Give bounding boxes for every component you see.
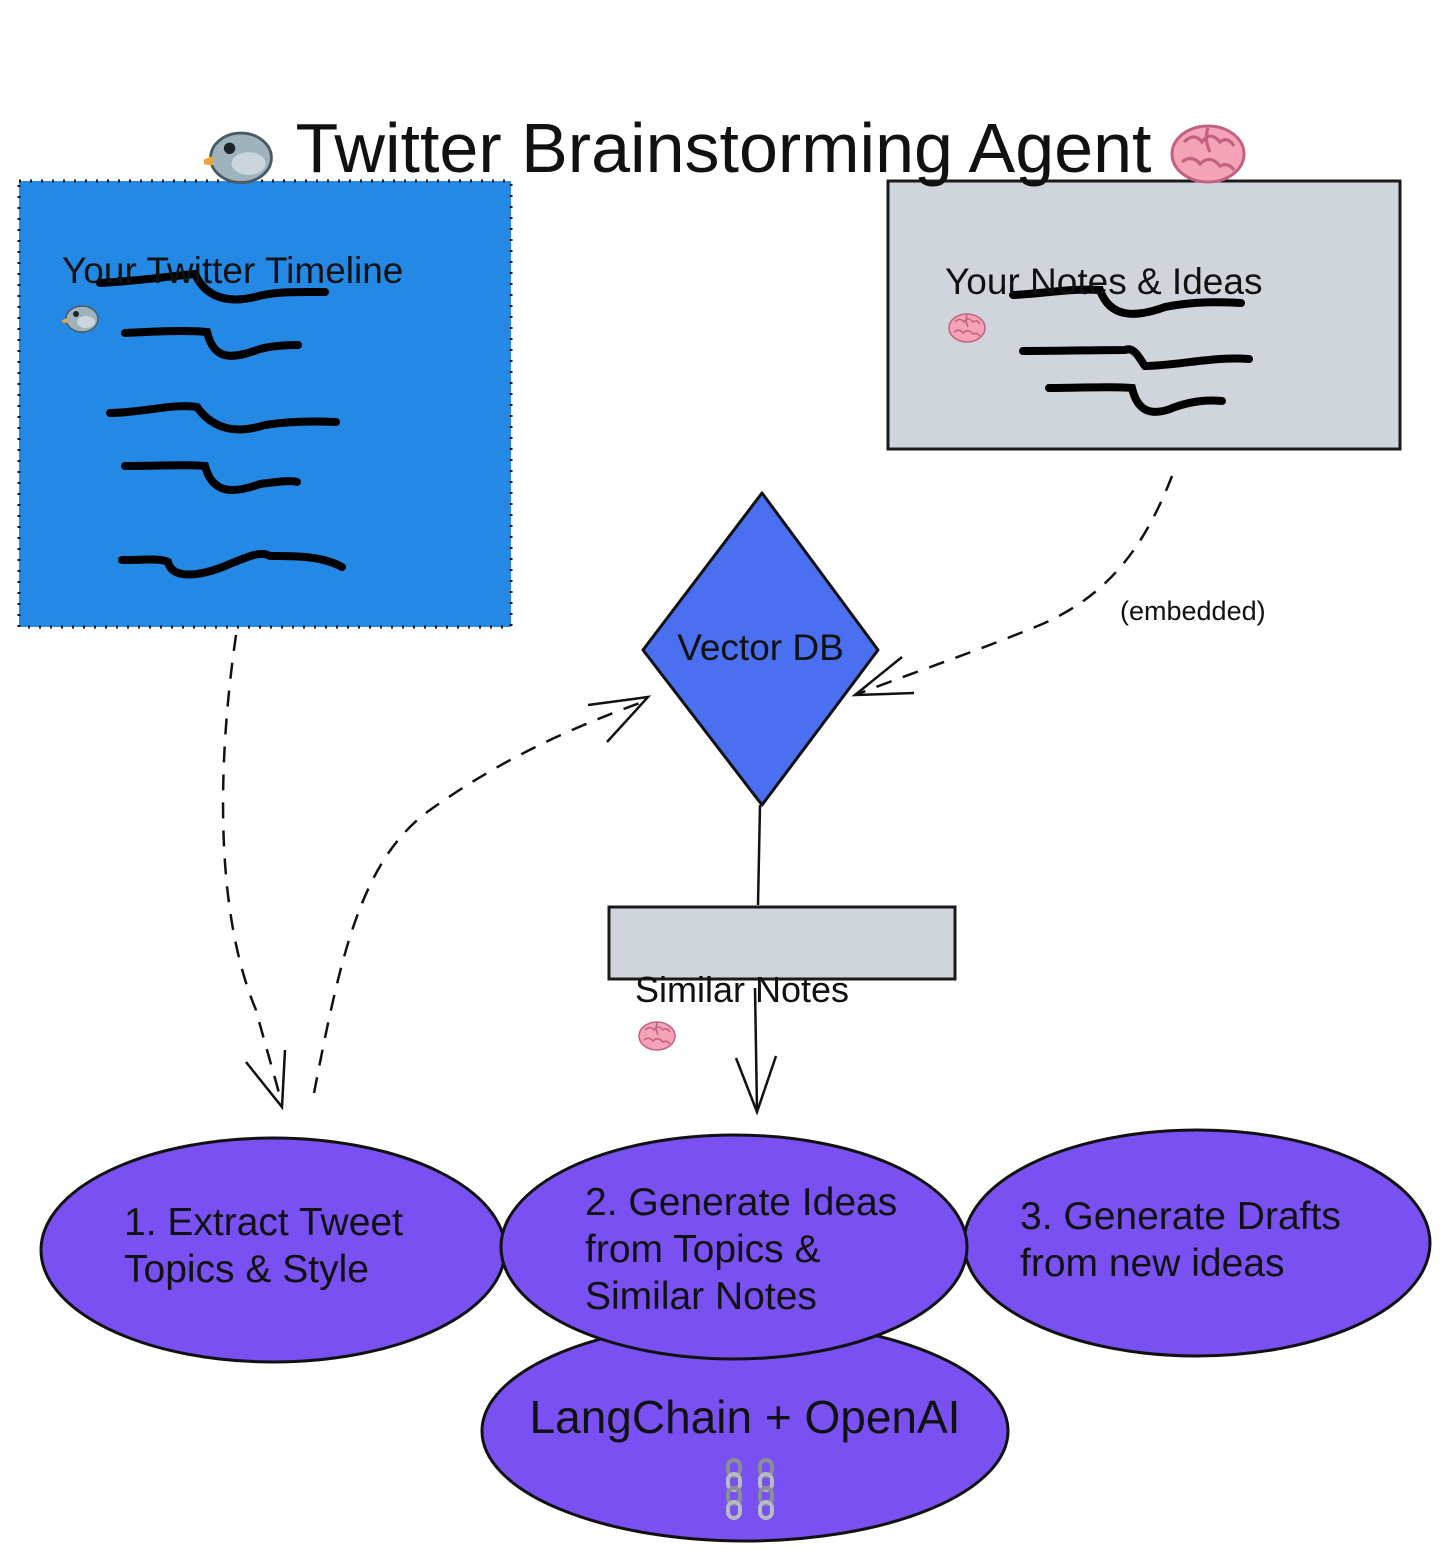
notes-box-label: Your Notes & Ideas [945,261,1263,302]
brain-icon [1170,123,1247,184]
embedded-arrow [854,475,1174,697]
diagram-title: Twitter Brainstorming Agent [295,109,1152,187]
timeline-box-title: Your Twitter Timeline [62,205,403,337]
brain-icon [638,1021,676,1052]
bird-icon [62,305,99,333]
similar-notes-box [607,905,957,981]
brain-icon [948,313,986,344]
timeline-scribbles [96,269,346,579]
step1-to-vectordb-arrowhead [587,695,652,743]
embedded-label: (embedded) [1120,596,1266,626]
notes-scribbles [1009,285,1253,416]
step2-label: 2. Generate Ideas from Topics & Similar … [585,1181,898,1318]
timeline-to-step1-arrow [221,634,284,1106]
similar-to-step2-arrow [753,987,759,1111]
diagram-title-row: Twitter Brainstorming Agent [0,28,1451,188]
similar-to-step2-arrowhead [734,1055,778,1116]
vectordb-to-similar-line [756,804,762,906]
step1-label: 1. Extract Tweet Topics & Style [124,1201,403,1291]
timeline-to-step1-arrowhead [245,1049,287,1111]
embedded-arrowhead [851,656,915,697]
vector-db-diamond [641,491,880,807]
timeline-box-label: Your Twitter Timeline [62,250,404,291]
vector-db-label: Vector DB [677,627,844,668]
notes-box-title: Your Notes & Ideas [945,216,1262,348]
step3-label: 3. Generate Drafts from new ideas [1020,1195,1341,1285]
bird-icon [203,131,273,184]
step1-to-vectordb-arrow [312,698,649,1094]
engine-label: LangChain + OpenAI [529,1391,961,1443]
similar-notes-label: Similar Notes [635,969,850,1010]
similar-notes-title: Similar Notes [635,924,849,1056]
chain-icon [726,1458,774,1520]
step2-oval [499,1133,969,1361]
